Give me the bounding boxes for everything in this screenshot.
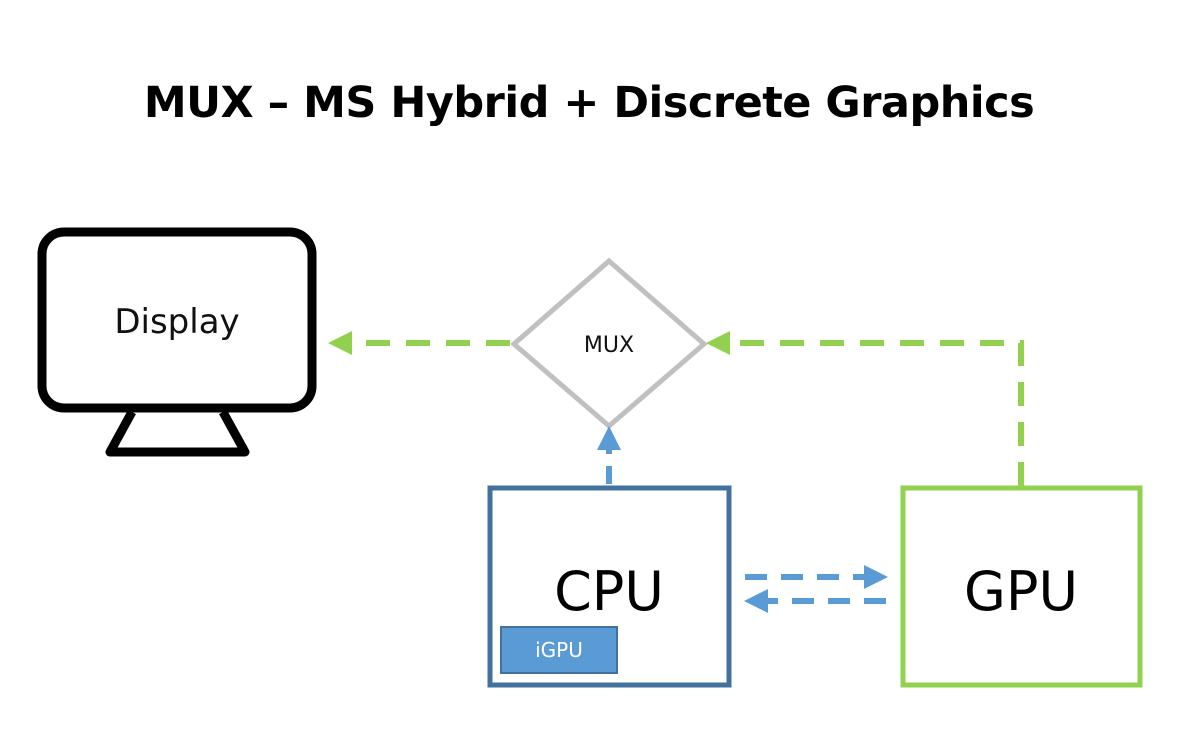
- diagram-title: MUX – MS Hybrid + Discrete Graphics: [143, 78, 1035, 128]
- mux-node: MUX: [510, 257, 708, 430]
- igpu-label: iGPU: [535, 638, 583, 662]
- gpu-to-mux-link: [706, 331, 1024, 486]
- gpu-label: GPU: [964, 560, 1078, 623]
- monitor-icon: [37, 227, 317, 413]
- cpu-label: CPU: [554, 560, 664, 623]
- monitor-stand-icon: [105, 409, 250, 457]
- gpu-node: GPU: [900, 485, 1143, 688]
- gpu-box: [900, 485, 1143, 688]
- mux-label: MUX: [584, 333, 634, 358]
- display-node: Display: [37, 227, 317, 457]
- igpu-box: [500, 626, 618, 674]
- cpu-node: CPU iGPU: [487, 485, 732, 688]
- display-label: Display: [114, 302, 239, 342]
